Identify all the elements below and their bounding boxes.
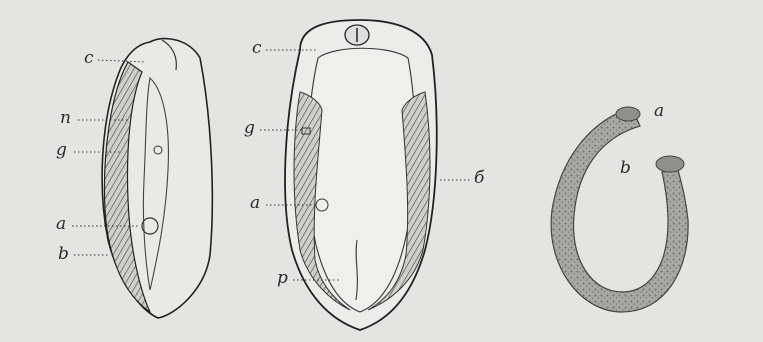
fig1-label-b: b	[58, 246, 69, 263]
fig2-label-b: б	[474, 170, 484, 187]
fig2-label-c: c	[252, 40, 262, 57]
fig2-label-p: p	[277, 270, 288, 287]
fig1-label-c: c	[84, 50, 94, 67]
fig1-label-a: a	[56, 216, 66, 233]
fig3-sucker-b	[656, 156, 684, 172]
fig3-body	[551, 108, 688, 312]
fig2-label-a: a	[250, 195, 260, 212]
fig1-label-g: g	[56, 142, 67, 159]
fig3-label-b: b	[620, 160, 631, 177]
figure-3-whole-specimen	[551, 107, 688, 312]
fig1-label-n: n	[60, 110, 71, 127]
fig3-sucker-a	[616, 107, 640, 121]
fig2-label-g: g	[244, 120, 255, 137]
figure-1-side-view	[72, 39, 212, 318]
figure-2-open-view	[260, 20, 470, 330]
fig3-label-a: a	[654, 103, 664, 120]
